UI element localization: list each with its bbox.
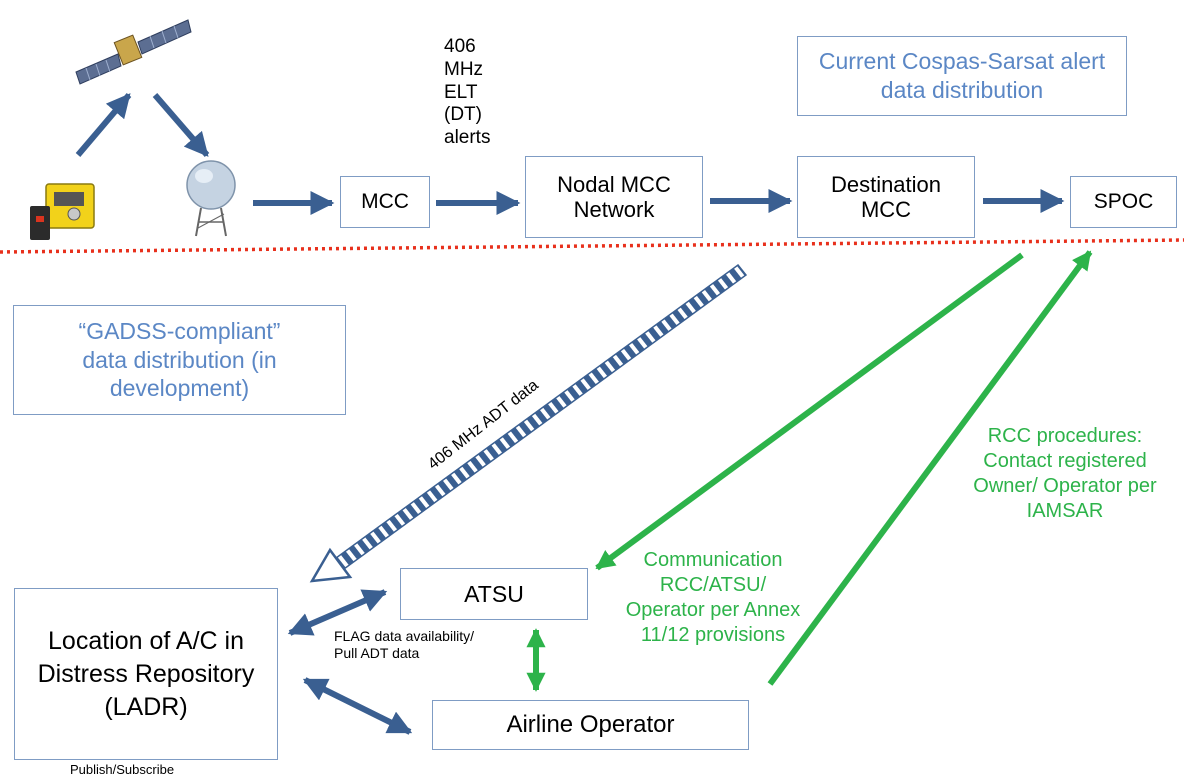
arrow-elt-to-satellite <box>75 93 132 157</box>
destination-mcc-box: Destination MCC <box>797 156 975 238</box>
satellite-icon <box>75 19 192 85</box>
nodal-mcc-box: Nodal MCC Network <box>525 156 703 238</box>
current-title: Current Cospas-Sarsat alert data distrib… <box>797 36 1127 116</box>
rcc-procedures-label: RCC procedures: Contact registered Owner… <box>973 425 1157 522</box>
arrow-ladr-airline <box>302 677 413 735</box>
elt-beacon-icon <box>30 183 95 240</box>
communication-label: Communication RCC/ATSU/ Operator per Ann… <box>625 549 801 646</box>
elt-alerts-label: 406 MHz ELT (DT) alerts <box>444 36 491 149</box>
arrow-spoc-to-airline <box>767 250 1093 686</box>
flag-data-label: FLAG data availability/ Pull ADT data <box>334 628 475 661</box>
mcc-box: MCC <box>340 176 430 228</box>
airline-operator-box: Airline Operator <box>432 700 749 750</box>
arrow-destination-to-atsu <box>595 252 1024 571</box>
ground-station-icon <box>186 160 236 237</box>
publish-subscribe-label: Publish/Subscribe <box>70 762 175 777</box>
divider-line <box>0 238 1184 254</box>
adt-data-arrow <box>309 263 748 583</box>
gadss-title: “GADSS-compliant” data distribution (in … <box>13 305 346 415</box>
spoc-box: SPOC <box>1070 176 1177 228</box>
ladr-box: Location of A/C in Distress Repository (… <box>14 588 278 760</box>
atsu-box: ATSU <box>400 568 588 620</box>
arrow-satellite-to-station <box>152 93 210 157</box>
arrow-ladr-atsu <box>287 589 388 636</box>
